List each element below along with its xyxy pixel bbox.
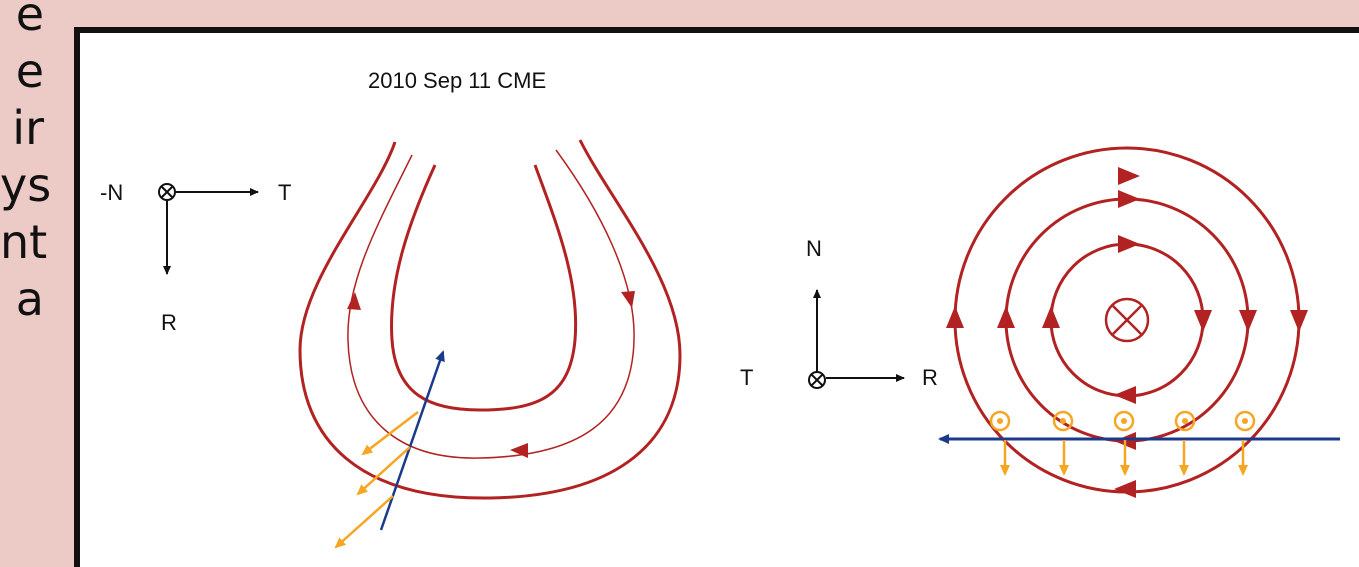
arrowhead-icon [1118,235,1140,253]
axis-label-n: N [806,236,822,261]
dot-circle-icon [989,410,1011,432]
cme-diagram-frame [74,27,1359,567]
field-vector-arrow [361,411,419,456]
text-line: e [15,44,44,98]
out-of-page-vectors [989,410,1256,476]
axis-label-r-right: R [922,365,938,390]
flux-rope-side-view [298,139,682,500]
dot-circle-icon [1234,410,1256,432]
axis-label-minus-n: -N [100,180,123,205]
axis-label-r: R [161,310,177,335]
arrowhead-icon [1118,190,1140,208]
dot-circle-icon [1174,410,1196,432]
arrowhead-icon [510,443,528,458]
text-line: e [15,0,44,41]
text-line: a [15,272,44,326]
arrowhead-icon [1239,310,1257,332]
middle-field-line [347,149,635,459]
arrowhead-icon [997,306,1015,328]
axis-label-t-right: T [740,365,753,390]
arrowhead-icon [1042,306,1060,328]
left-coordinate-axes: -N T R [100,180,291,335]
arrowhead-icon [1118,167,1140,185]
spacecraft-trajectory-arrow [379,350,445,531]
arrowhead-icon [621,291,635,308]
arrowhead-icon [946,306,964,328]
figure-title: 2010 Sep 11 CME [368,68,546,93]
text-line: nt [0,215,48,269]
arrowhead-icon [1114,386,1136,404]
arrowhead-icon [1114,480,1136,498]
dot-circle-icon [1113,410,1135,432]
cross-circle-icon [1104,297,1150,343]
right-coordinate-axes: N T R [740,236,938,390]
arrowhead-icon [347,292,361,310]
outer-field-line [298,139,682,500]
slide-body-text-fragment: e e ir ys nt a [0,0,52,328]
arrowhead-icon [1194,310,1212,332]
field-vector-arrow [356,446,411,496]
cross-circle-icon [158,183,176,201]
field-vector-arrow [334,495,394,549]
magnetic-field-vectors [334,411,419,549]
field-direction-arrowheads [946,167,1308,498]
inner-field-line [390,164,578,412]
text-line: ys [0,158,52,212]
axis-label-t: T [278,180,291,205]
arrowhead-icon [1290,310,1308,332]
text-line: ir [12,101,44,155]
cross-circle-icon [808,371,826,389]
dot-circle-icon [1052,410,1074,432]
